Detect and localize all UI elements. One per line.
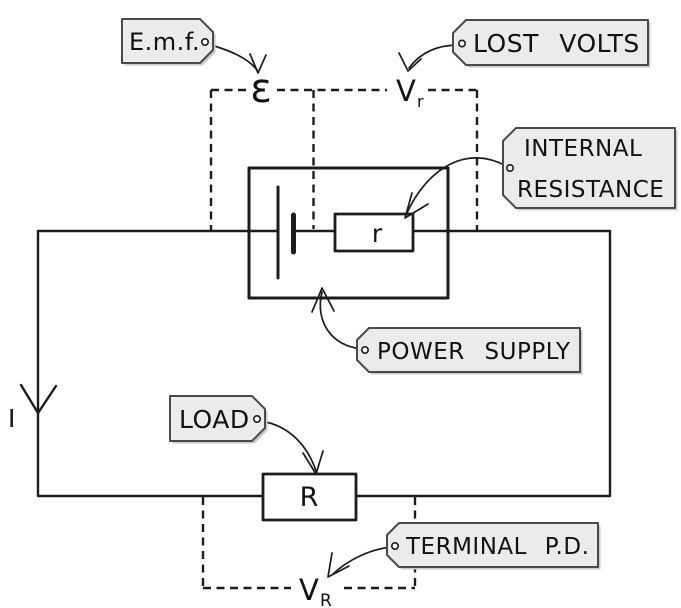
load-tag-hole	[253, 414, 262, 423]
internal-resistance-tag: INTERNAL RESISTANCE	[502, 127, 678, 211]
power-supply-outline	[247, 166, 450, 300]
internal-resistor-box	[333, 212, 415, 253]
internal-resistance-tag-hole	[505, 164, 514, 173]
lost-volts-tag-shape	[452, 19, 649, 66]
load-tag-shape	[169, 395, 266, 442]
terminal-pd-tag: TERMINAL P.D.	[386, 522, 601, 570]
internal-resistance-tag-label-line1: INTERNAL	[524, 136, 642, 162]
wire-right-loop	[354, 229, 612, 498]
lost-volts-tag: LOST VOLTS	[452, 19, 651, 68]
internal-resistance-tag-label-line2: RESISTANCE	[517, 177, 664, 203]
battery-icon	[276, 185, 296, 280]
annotation-arrows	[207, 43, 507, 578]
emf-tag-label: E.m.f.	[129, 28, 200, 56]
lost-volts-tag-hole	[457, 39, 466, 48]
current-label: I	[8, 404, 15, 433]
emf-tag: E.m.f.	[121, 18, 216, 66]
wire-left-loop	[36, 229, 280, 498]
load-resistor-label: R	[300, 482, 319, 513]
internal-resistance-arrowhead	[404, 192, 429, 219]
terminal-pd-symbol: V	[299, 573, 319, 607]
terminal-pd-arrow	[332, 546, 393, 575]
current-arrow: I	[8, 383, 58, 433]
load-resistor-box	[261, 472, 358, 522]
terminal-pd-tag-label: TERMINAL P.D.	[405, 534, 589, 560]
load-resistor: R	[261, 472, 358, 522]
lost-volts-symbol: V	[396, 74, 416, 108]
internal-resistance-tag-shape	[502, 127, 676, 209]
epsilon-symbol: ε	[250, 66, 272, 112]
terminal-pd-tag-shape	[386, 522, 599, 568]
load-arrowhead	[302, 450, 324, 475]
current-arrowhead	[19, 383, 58, 415]
power-supply-arrow	[319, 291, 363, 350]
power-supply-tag-label: POWER SUPPLY	[377, 339, 571, 365]
power-supply-arrowhead	[311, 287, 335, 313]
internal-resistor: r	[333, 212, 415, 253]
internal-resistance-arrow	[405, 157, 507, 216]
lost-volts-symbol-subscript: r	[417, 92, 424, 111]
measurement-symbols: ε V r V R	[250, 66, 424, 608]
load-arrow	[259, 420, 317, 472]
circuit-wires	[36, 229, 612, 498]
emf-tag-shape	[121, 18, 214, 64]
power-supply-tag: POWER SUPPLY	[356, 327, 583, 375]
power-supply-tag-hole	[360, 345, 369, 354]
power-supply-box: r	[247, 166, 450, 300]
terminal-pd-arrowhead	[327, 552, 350, 578]
emf-tag-hole	[201, 37, 210, 46]
load-tag: LOAD	[169, 395, 268, 444]
lost-volts-arrow	[408, 44, 460, 69]
internal-resistor-label: r	[372, 219, 383, 248]
lost-volts-arrowhead	[398, 52, 422, 72]
emf-arrowhead	[249, 53, 267, 74]
terminal-pd-symbol-subscript: R	[320, 591, 332, 608]
terminal-pd-tag-hole	[390, 541, 399, 550]
power-supply-tag-shape	[356, 327, 581, 373]
load-tag-label: LOAD	[179, 405, 250, 434]
lost-volts-tag-label: LOST VOLTS	[473, 29, 640, 58]
